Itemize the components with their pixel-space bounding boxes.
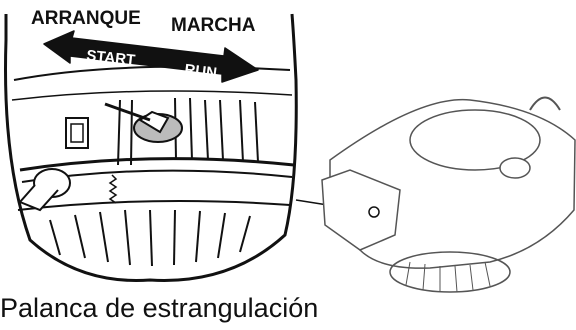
run-label: RUN	[184, 61, 218, 82]
pull-handle	[529, 96, 561, 111]
full-engine-fins	[405, 261, 491, 293]
engine-top-disc	[409, 109, 541, 171]
closeup-view: START RUN	[4, 13, 298, 282]
direction-arrow: START RUN	[43, 30, 259, 83]
air-filter	[321, 169, 401, 251]
engine-housing-curve	[11, 90, 293, 101]
figure-caption: Palanca de estrangulación	[0, 293, 319, 323]
fuel-cap	[18, 168, 71, 212]
choke-point-marker	[368, 206, 380, 218]
marcha-label: MARCHA	[171, 15, 256, 36]
start-label: START	[86, 47, 136, 69]
engine-base	[17, 200, 291, 211]
full-engine	[321, 96, 576, 293]
fan-fins	[49, 209, 251, 267]
closeup-frame	[4, 13, 298, 282]
choke-lever	[104, 102, 183, 143]
spring	[108, 174, 118, 204]
oil-cap	[499, 157, 531, 179]
engine-ring	[19, 157, 295, 172]
full-engine-fan-base	[389, 251, 511, 293]
arranque-label: ARRANQUE	[31, 8, 141, 29]
